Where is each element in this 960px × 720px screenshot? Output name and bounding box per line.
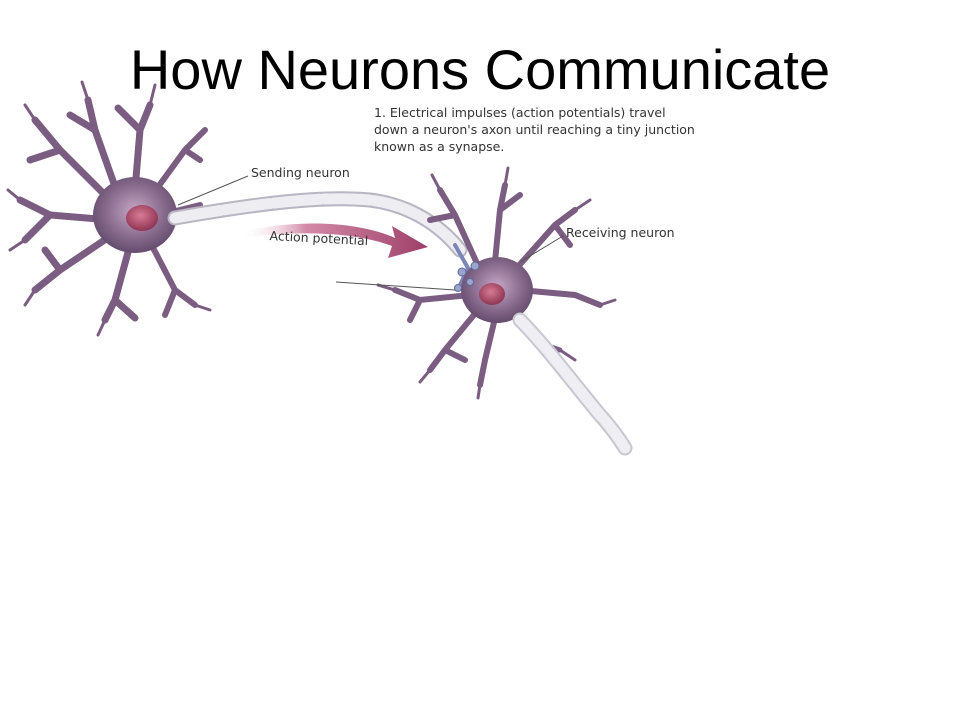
sending-axon	[167, 191, 471, 287]
receiving-nucleus	[479, 283, 505, 305]
sending-neuron	[6, 80, 212, 337]
step-caption: 1. Electrical impulses (action potential…	[374, 104, 714, 155]
synapse-terminals	[454, 261, 480, 292]
action-potential-arrow	[240, 223, 428, 258]
caption-line: 1. Electrical impulses (action potential…	[374, 105, 666, 120]
sending-nucleus	[126, 205, 158, 231]
leader-lines	[177, 175, 564, 291]
label-sending-neuron: Sending neuron	[251, 165, 350, 180]
caption-line: down a neuron's axon until reaching a ti…	[374, 122, 695, 137]
receiving-axon	[512, 312, 633, 456]
page-title: How Neurons Communicate	[129, 38, 831, 101]
sending-neuron-dendrites	[6, 80, 212, 337]
caption-line: known as a synapse.	[374, 139, 505, 154]
label-receiving-neuron: Receiving neuron	[566, 225, 675, 240]
receiving-neuron	[376, 166, 617, 400]
